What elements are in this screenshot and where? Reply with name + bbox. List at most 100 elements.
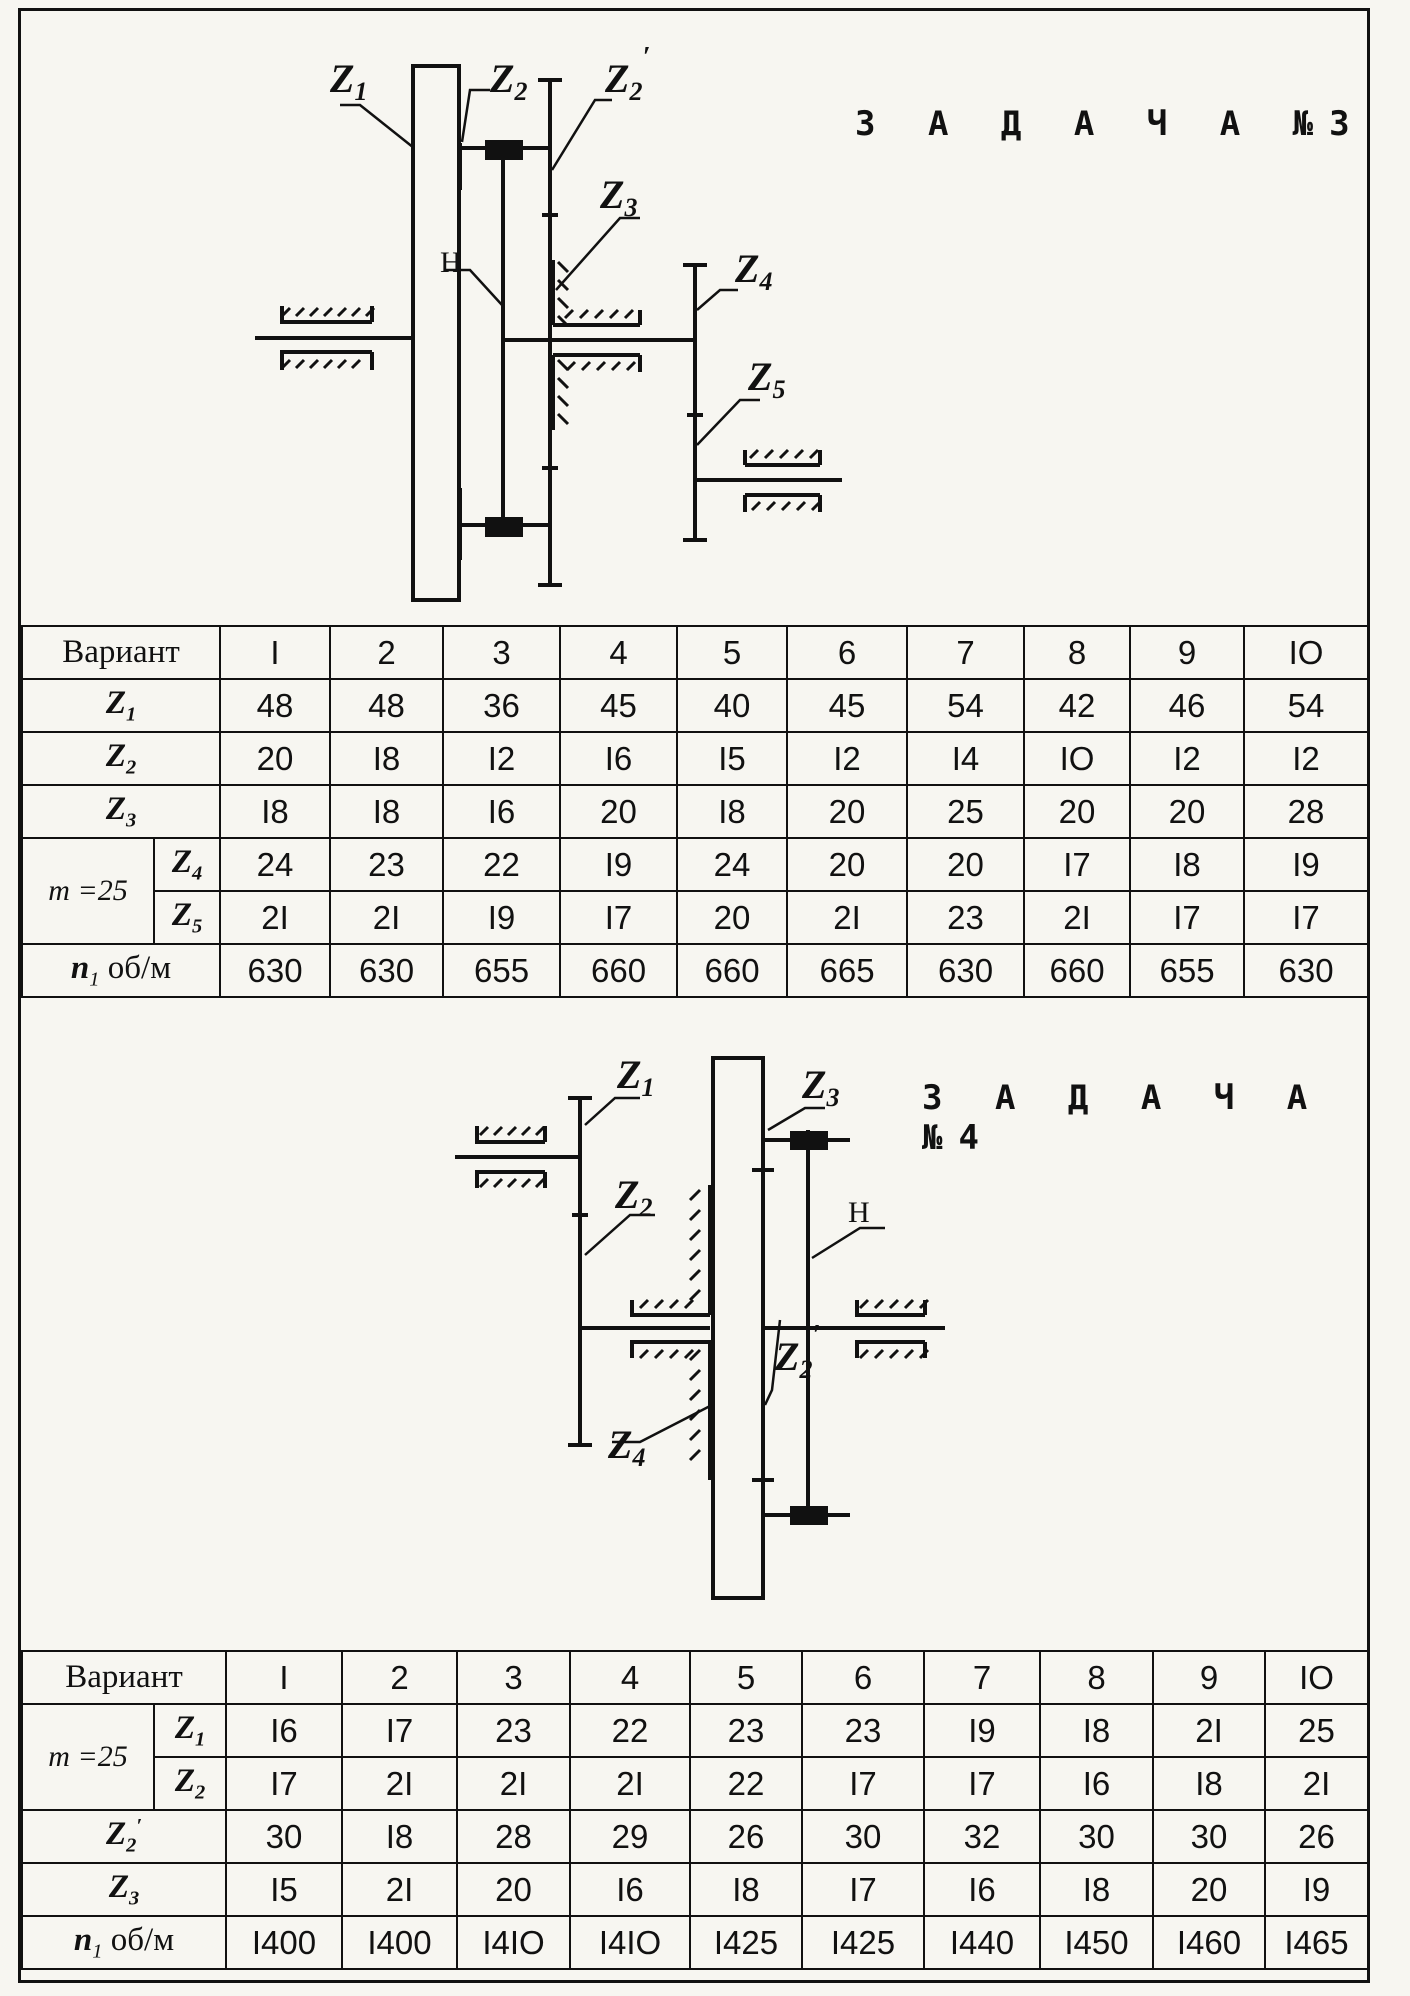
task3-header-label: Вариант xyxy=(20,625,222,680)
task4-row-speed: n1 об/м I400 I400 I4IO I4IO I425 I425 I4… xyxy=(20,1915,1370,1970)
table-cell: I7 xyxy=(1243,890,1370,945)
variant-cell: 9 xyxy=(1152,1650,1267,1705)
row-label: Z2 xyxy=(20,731,222,786)
table-cell: I9 xyxy=(559,837,679,892)
speed-label: n1 об/м xyxy=(20,1915,228,1970)
task4-row-z2: Z2 I7 2I 2I 2I 22 I7 I7 I6 I8 2I xyxy=(22,1756,1370,1811)
variant-cell: 4 xyxy=(569,1650,692,1705)
task4-gear-z3 xyxy=(711,1056,765,1600)
task3-title: З А Д А Ч А №3 xyxy=(855,104,1366,144)
task3-row-z4: m =25 Z4 24 23 22 I9 24 20 20 I7 I8 I9 xyxy=(21,837,1370,945)
table-cell: 655 xyxy=(442,943,562,998)
table-cell: I6 xyxy=(923,1862,1042,1917)
table-cell: 20 xyxy=(559,784,679,839)
variant-cell: 7 xyxy=(923,1650,1042,1705)
table-cell: IO xyxy=(1023,731,1132,786)
table-cell: 630 xyxy=(906,943,1026,998)
table-cell: I425 xyxy=(801,1915,926,1970)
table-cell: I9 xyxy=(923,1703,1042,1758)
table-cell: 2I xyxy=(1023,890,1132,945)
table-cell: I4IO xyxy=(569,1915,692,1970)
row-label: Z3 xyxy=(20,1862,228,1917)
table-cell: I400 xyxy=(341,1915,459,1970)
table-cell: 23 xyxy=(906,890,1026,945)
variant-cell: 6 xyxy=(801,1650,926,1705)
table-cell: 665 xyxy=(786,943,909,998)
task3-header-row: Вариант I 2 3 4 5 6 7 8 9 IO xyxy=(20,625,1370,680)
table-cell: I9 xyxy=(1243,837,1370,892)
table-cell: I8 xyxy=(1152,1756,1267,1811)
variant-cell: IO xyxy=(1264,1650,1370,1705)
table-cell: I4IO xyxy=(456,1915,572,1970)
task4-label-z4: Z4 xyxy=(607,1422,645,1472)
task3-row-z5: Z5 2I 2I I9 I7 20 2I 23 2I I7 I7 xyxy=(22,890,1370,945)
table-cell: I6 xyxy=(569,1862,692,1917)
task3-label-h: H xyxy=(440,246,462,279)
task3-kinematic-scheme: Z1 Z2 Z2′ Z3 Z4 Z5 H xyxy=(255,42,842,602)
task4-row-z1: m =25 Z1 I6 I7 23 22 23 23 I9 I8 2I 25 xyxy=(21,1703,1370,1811)
task4-label-z2: Z2 xyxy=(614,1172,652,1222)
table-cell: I440 xyxy=(923,1915,1042,1970)
task4-label-z1: Z1 xyxy=(616,1052,654,1102)
table-cell: I7 xyxy=(1129,890,1246,945)
table-cell: 22 xyxy=(689,1756,804,1811)
task3-label-z4: Z4 xyxy=(734,246,772,296)
variant-cell: 4 xyxy=(559,625,679,680)
table-cell: I460 xyxy=(1152,1915,1267,1970)
table-cell: I6 xyxy=(1039,1756,1155,1811)
table-cell: I7 xyxy=(559,890,679,945)
table-cell: 54 xyxy=(906,678,1026,733)
table-cell: 23 xyxy=(456,1703,572,1758)
table-cell: I7 xyxy=(225,1756,344,1811)
task3-row-speed: n1 об/м 630 630 655 660 660 665 630 660 … xyxy=(20,943,1370,998)
table-cell: 24 xyxy=(219,837,332,892)
table-cell: 2I xyxy=(569,1756,692,1811)
table-cell: I9 xyxy=(1264,1862,1370,1917)
table-cell: 45 xyxy=(786,678,909,733)
table-cell: I2 xyxy=(442,731,562,786)
table-cell: I425 xyxy=(689,1915,804,1970)
table-cell: I5 xyxy=(225,1862,344,1917)
table-cell: I7 xyxy=(923,1756,1042,1811)
table-cell: 20 xyxy=(786,784,909,839)
table-cell: 2I xyxy=(456,1756,572,1811)
table-cell: 22 xyxy=(569,1703,692,1758)
table-cell: 20 xyxy=(906,837,1026,892)
table-cell: I7 xyxy=(801,1862,926,1917)
row-label: Z1 xyxy=(20,678,222,733)
table-cell: I2 xyxy=(1243,731,1370,786)
table-cell: I8 xyxy=(689,1862,804,1917)
task4-row-z3: Z3 I5 2I 20 I6 I8 I7 I6 I8 20 I9 xyxy=(20,1862,1370,1917)
table-cell: 655 xyxy=(1129,943,1246,998)
row-label: Z2 xyxy=(152,1756,228,1811)
table-cell: 20 xyxy=(1023,784,1132,839)
table-cell: I8 xyxy=(341,1809,459,1864)
table-cell: I465 xyxy=(1264,1915,1370,1970)
table-cell: 23 xyxy=(801,1703,926,1758)
table-cell: 660 xyxy=(559,943,679,998)
variant-cell: 7 xyxy=(906,625,1026,680)
table-cell: I8 xyxy=(1039,1862,1155,1917)
table-cell: 42 xyxy=(1023,678,1132,733)
row-label: Z5 xyxy=(152,890,222,945)
table-cell: I2 xyxy=(1129,731,1246,786)
module-label: m =25 xyxy=(21,1703,155,1811)
table-cell: 20 xyxy=(676,890,789,945)
table-cell: I8 xyxy=(329,784,445,839)
variant-cell: 8 xyxy=(1023,625,1132,680)
row-label: Z1 xyxy=(152,1703,228,1758)
task3-label-z1: Z1 xyxy=(329,56,367,106)
table-cell: 660 xyxy=(1023,943,1132,998)
variant-cell: 6 xyxy=(786,625,909,680)
task4-label-z2-prime: Z2′ xyxy=(774,1320,820,1384)
table-cell: 23 xyxy=(689,1703,804,1758)
table-cell: 32 xyxy=(923,1809,1042,1864)
task3-row-z1: Z1 48 48 36 45 40 45 54 42 46 54 xyxy=(20,678,1370,733)
variant-cell: 3 xyxy=(442,625,562,680)
table-cell: 20 xyxy=(1152,1862,1267,1917)
speed-label: n1 об/м xyxy=(20,943,222,998)
table-cell: 20 xyxy=(456,1862,572,1917)
task4-kinematic-scheme: Z1 Z2 Z3 Z2′ Z4 H xyxy=(455,1052,945,1600)
table-cell: 23 xyxy=(329,837,445,892)
task3-row-z3: Z3 I8 I8 I6 20 I8 20 25 20 20 28 xyxy=(20,784,1370,839)
